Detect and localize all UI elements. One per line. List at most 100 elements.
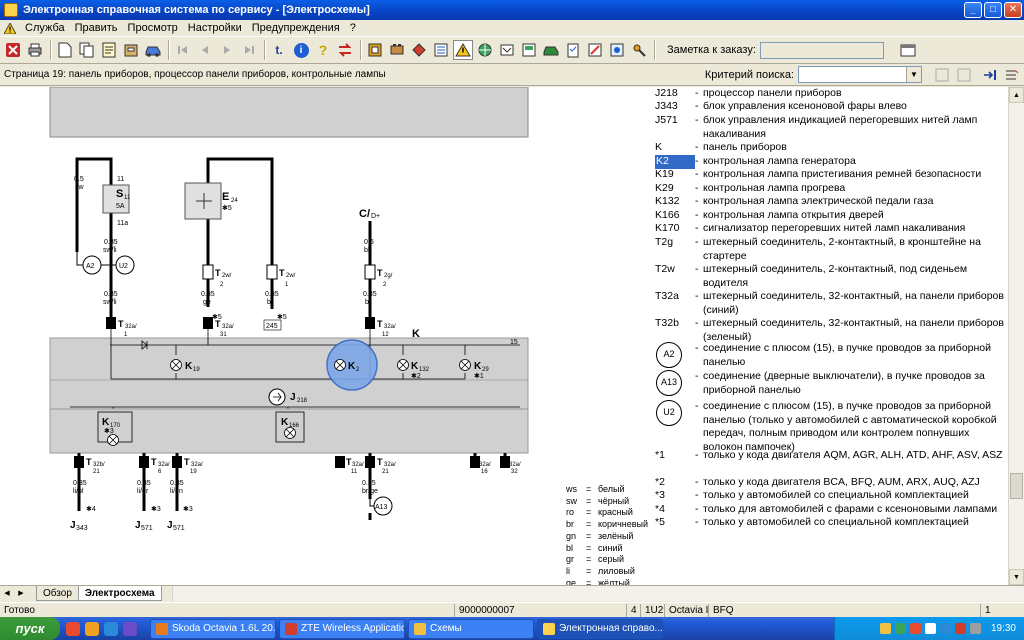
menu-edit[interactable]: Править bbox=[74, 22, 118, 34]
lamp-k2[interactable] bbox=[334, 359, 346, 371]
legend-row[interactable]: T2w-штекерный соединитель, 2-контактный,… bbox=[655, 263, 1007, 290]
minimize-button[interactable]: _ bbox=[964, 2, 982, 18]
connector-t32a-31[interactable] bbox=[203, 317, 213, 329]
connector-t32a-19[interactable] bbox=[172, 456, 182, 468]
switch-button[interactable] bbox=[335, 40, 355, 60]
connector-t32a-11[interactable] bbox=[335, 456, 345, 468]
order-note-button[interactable] bbox=[898, 40, 918, 60]
connector-t32a-21[interactable] bbox=[365, 456, 375, 468]
archive-button[interactable] bbox=[121, 40, 141, 60]
help-button[interactable]: ? bbox=[318, 42, 328, 58]
menu-service[interactable]: Служба bbox=[25, 22, 65, 34]
lamp-k170[interactable] bbox=[107, 434, 119, 446]
tab-scroll-right-icon[interactable]: ▶ bbox=[18, 590, 24, 597]
legend-row[interactable]: A13-соединение (дверные выключатели), в … bbox=[655, 370, 1007, 397]
next-page-button[interactable] bbox=[217, 40, 237, 60]
tool-button-8[interactable] bbox=[519, 40, 539, 60]
fuse-s11[interactable] bbox=[102, 184, 130, 214]
legend-row[interactable]: K170-сигнализатор перегоревших нитей лам… bbox=[655, 222, 1007, 236]
legend-row[interactable]: *3-только у автомобилей со специальной к… bbox=[655, 489, 1007, 503]
legend-row[interactable]: T2g-штекерный соединитель, 2-контактный,… bbox=[655, 236, 1007, 263]
quick-launch-icon[interactable] bbox=[66, 621, 80, 636]
info-button[interactable]: i bbox=[291, 40, 311, 60]
taskbar-task[interactable]: ZTE Wireless Application bbox=[279, 618, 405, 639]
menu-warnings[interactable]: Предупреждения bbox=[251, 22, 340, 34]
menu-help[interactable]: ? bbox=[349, 22, 356, 34]
lamp-k2-highlight[interactable] bbox=[326, 339, 378, 391]
chevron-down-icon[interactable]: ▼ bbox=[906, 67, 921, 82]
tray-icon[interactable] bbox=[894, 623, 906, 634]
scroll-up-icon[interactable]: ▲ bbox=[1009, 87, 1024, 103]
connector-t2w1[interactable] bbox=[266, 264, 278, 280]
prev-page-button[interactable] bbox=[195, 40, 215, 60]
legend-row[interactable]: K2-контрольная лампа генератора bbox=[655, 155, 1007, 169]
copy-button[interactable] bbox=[77, 40, 97, 60]
tool-button-13[interactable] bbox=[629, 40, 649, 60]
legend-row[interactable]: J343-блок управления ксеноновой фары вле… bbox=[655, 100, 1007, 114]
tool-button-10[interactable] bbox=[563, 40, 583, 60]
quick-launch-icon[interactable] bbox=[123, 621, 137, 636]
search-next-button[interactable] bbox=[954, 65, 974, 85]
connector-t32b-21[interactable] bbox=[74, 456, 84, 468]
warning-button[interactable] bbox=[453, 40, 473, 60]
legend-row[interactable]: A2-соединение с плюсом (15), в пучке про… bbox=[655, 342, 1007, 369]
k166-box[interactable] bbox=[275, 411, 305, 443]
close-button[interactable]: ✕ bbox=[1004, 2, 1022, 18]
tab-scroll-left-icon[interactable]: ◀ bbox=[4, 590, 10, 597]
tool-button-12[interactable] bbox=[607, 40, 627, 60]
tray-icon[interactable] bbox=[969, 623, 981, 634]
connector-t32a-12[interactable] bbox=[365, 317, 375, 329]
connector-t32a-32[interactable] bbox=[500, 456, 510, 468]
tool-button-9[interactable] bbox=[541, 40, 561, 60]
search-options-button[interactable] bbox=[1002, 65, 1022, 85]
tray-icon[interactable] bbox=[879, 623, 891, 634]
lamp-k132[interactable] bbox=[397, 359, 409, 371]
search-prev-button[interactable] bbox=[932, 65, 952, 85]
maximize-button[interactable]: □ bbox=[984, 2, 1002, 18]
legend-row[interactable]: K19-контрольная лампа пристегивания ремн… bbox=[655, 168, 1007, 182]
legend-row[interactable]: *1-только у кода двигателя AQM, AGR, ALH… bbox=[655, 449, 1007, 463]
quick-launch-icon[interactable] bbox=[104, 621, 118, 636]
tool-button-11[interactable] bbox=[585, 40, 605, 60]
wiring-diagram[interactable]: S 11 5A 11 11a 0.5 sw 0.35 sw/li 0.35 sw… bbox=[0, 87, 560, 585]
search-jump-button[interactable] bbox=[980, 65, 1000, 85]
lamp-k29[interactable] bbox=[459, 359, 471, 371]
scroll-down-icon[interactable]: ▼ bbox=[1009, 569, 1024, 585]
notes-button[interactable] bbox=[99, 40, 119, 60]
connector-t2g2[interactable] bbox=[364, 264, 376, 280]
menu-view[interactable]: Просмотр bbox=[127, 22, 178, 34]
tray-icon[interactable] bbox=[954, 623, 966, 634]
tray-icon[interactable] bbox=[909, 623, 921, 634]
scrollbar-thumb[interactable] bbox=[1010, 473, 1023, 499]
tray-icon[interactable] bbox=[924, 623, 936, 634]
tool-button-1[interactable] bbox=[365, 40, 385, 60]
taskbar-task[interactable]: Skoda Octavia 1.6L 20... bbox=[150, 618, 276, 639]
last-page-button[interactable] bbox=[239, 40, 259, 60]
tool-button-4[interactable] bbox=[431, 40, 451, 60]
legend-row[interactable]: K132-контрольная лампа электрической пед… bbox=[655, 195, 1007, 209]
tab-schematic[interactable]: Электросхема bbox=[77, 586, 162, 601]
tool-button-3[interactable] bbox=[409, 40, 429, 60]
car-button[interactable] bbox=[143, 40, 163, 60]
legend-row[interactable]: *2-только у кода двигателя BCA, BFQ, AUM… bbox=[655, 476, 1007, 490]
taskbar-task[interactable]: Схемы bbox=[408, 618, 534, 639]
legend-row[interactable]: K166-контрольная лампа открытия дверей bbox=[655, 209, 1007, 223]
legend-row[interactable]: J218-процессор панели приборов bbox=[655, 87, 1007, 101]
legend-row[interactable]: *5-только у автомобилей со специальной к… bbox=[655, 516, 1007, 530]
exit-button[interactable] bbox=[3, 40, 23, 60]
first-page-button[interactable] bbox=[173, 40, 193, 60]
tool-button-6[interactable] bbox=[475, 40, 495, 60]
vertical-scrollbar[interactable]: ▲ ▼ bbox=[1008, 87, 1024, 585]
connector-t2w2[interactable] bbox=[202, 264, 214, 280]
start-button[interactable]: пуск bbox=[0, 617, 60, 640]
order-note-input[interactable] bbox=[759, 41, 884, 59]
taskbar-task[interactable]: Электронная справо... bbox=[537, 618, 663, 639]
connector-t32a-6[interactable] bbox=[139, 456, 149, 468]
tool-button-7[interactable] bbox=[497, 40, 517, 60]
legend-row[interactable]: J571-блок управления индикацией перегоре… bbox=[655, 114, 1007, 141]
lamp-k19[interactable] bbox=[170, 359, 182, 371]
legend-row[interactable]: K29-контрольная лампа прогрева bbox=[655, 182, 1007, 196]
new-button[interactable] bbox=[55, 40, 75, 60]
tray-icon[interactable] bbox=[939, 623, 951, 634]
tab-overview[interactable]: Обзор bbox=[36, 586, 79, 601]
